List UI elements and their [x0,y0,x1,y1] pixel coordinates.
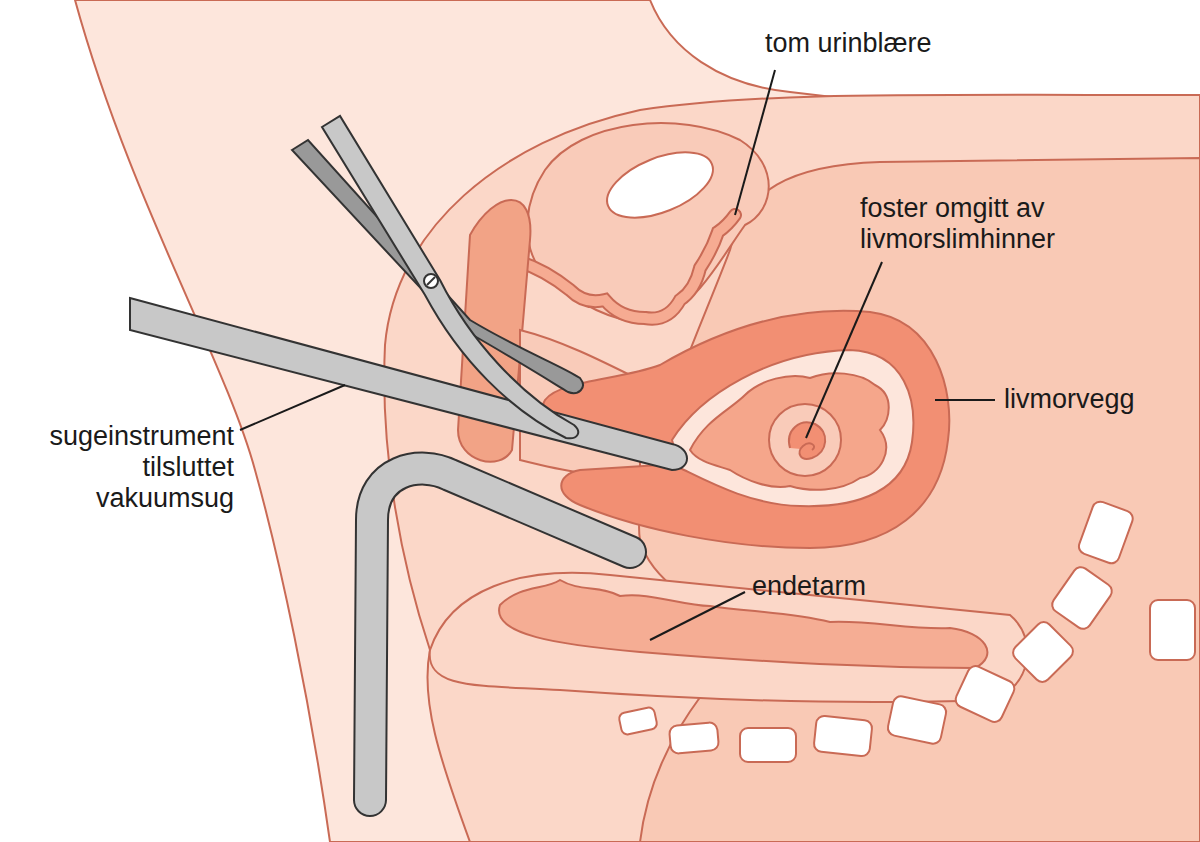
part-label: foster omgitt av livmorslimhinner [860,193,1160,255]
bladder-lumen [598,139,722,231]
bladder-wall-fill [520,215,735,319]
rectum-surround [430,573,1028,702]
part-label: livmorvegg [1004,384,1184,415]
forceps-arm [292,140,583,393]
embryo-sac [769,404,841,476]
forceps-arm [322,116,578,438]
embryo [789,422,825,458]
speculum-fill [370,469,630,800]
pelvic-region [384,95,1200,842]
body-outline [75,0,1200,842]
rectum [499,580,987,668]
speculum [370,469,630,800]
spine [618,499,1195,762]
part-label: sugeinstrument tilsluttet vakuumsug [2,421,234,514]
part-label: tom urinblære [765,28,995,59]
bladder-wall [520,215,735,319]
forceps-pivot [424,274,438,288]
forceps-screw [427,277,435,285]
part-label: endetarm [752,571,952,602]
leader-lines [240,70,995,640]
endometrium [690,373,889,490]
uterine-cavity [672,350,913,506]
